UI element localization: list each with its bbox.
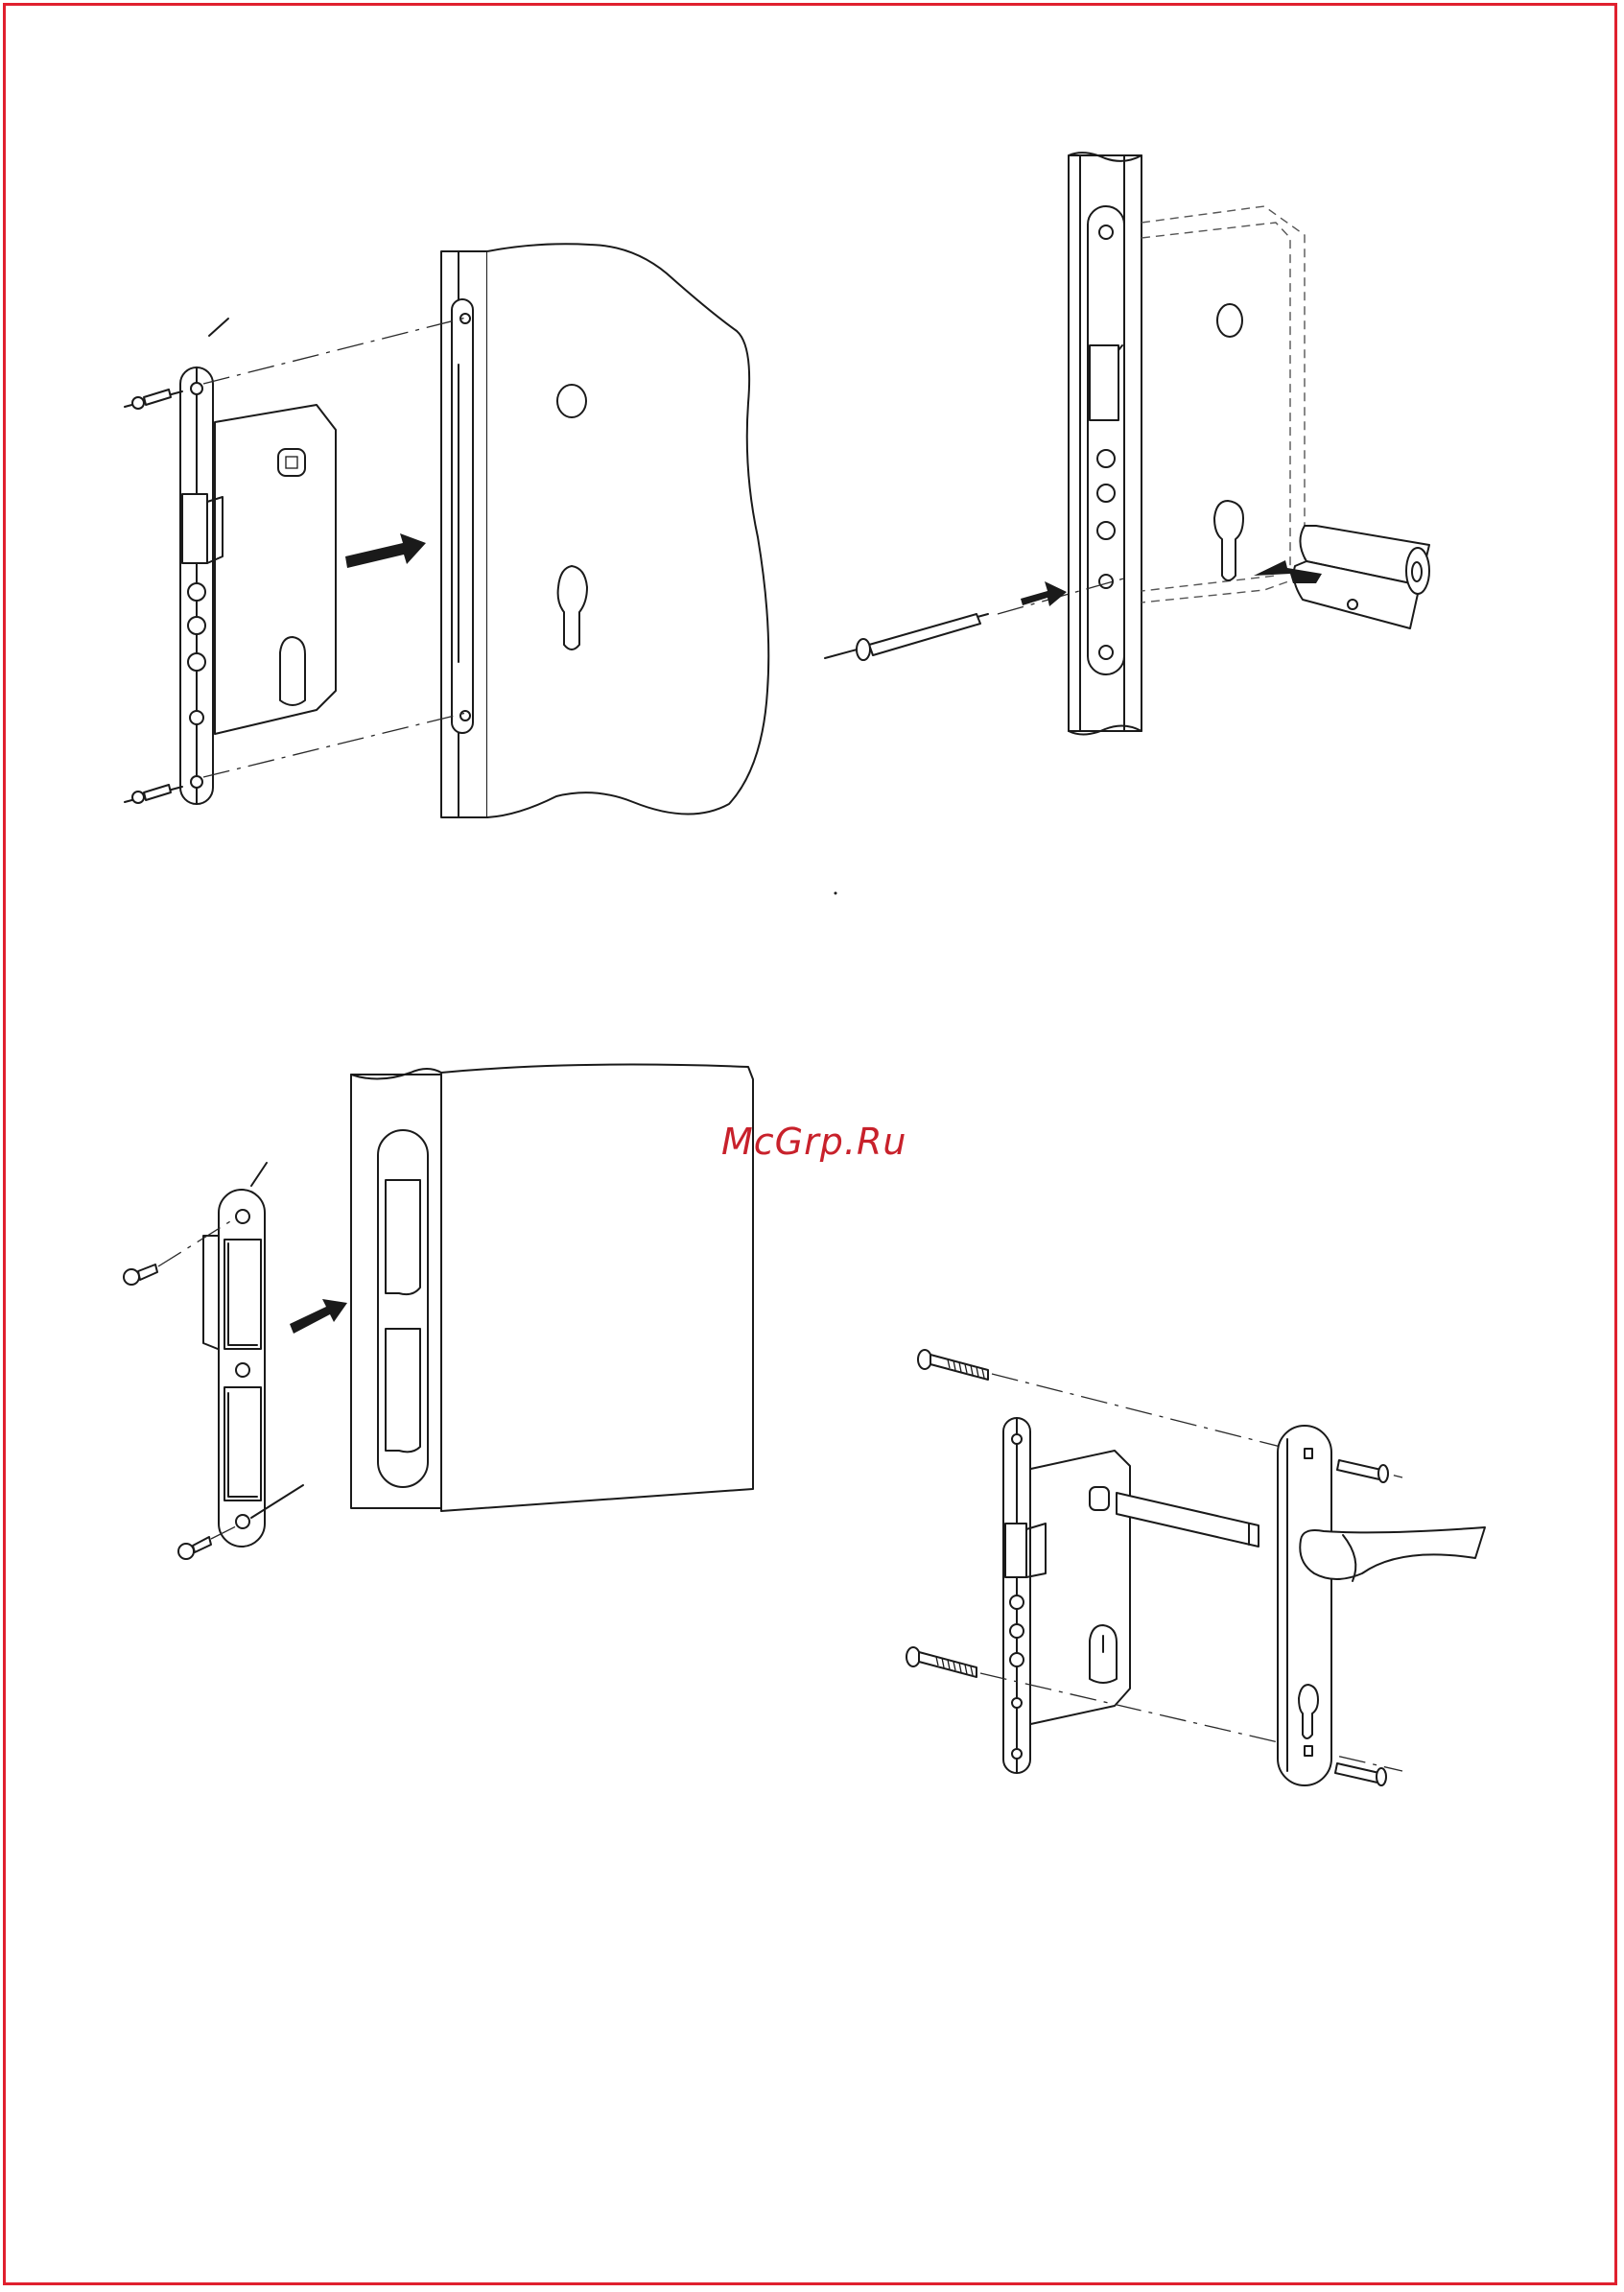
insert-arrow — [345, 533, 426, 568]
spindle — [1117, 1493, 1259, 1547]
handle-plate — [1278, 1426, 1331, 1785]
step-1-insert-lock — [125, 244, 768, 817]
handle-screw-top — [1337, 1460, 1388, 1482]
handle-screw-bottom — [1335, 1763, 1386, 1785]
strike-arrow — [290, 1299, 347, 1334]
screw-top-step1 — [125, 390, 182, 409]
bolt-top-step4 — [918, 1350, 988, 1380]
step-3-strike-plate — [124, 1065, 753, 1559]
mortise-pocket — [452, 299, 473, 733]
cylinder-cutout — [280, 637, 305, 705]
screw-arrow — [1021, 581, 1067, 606]
faceplate-step2 — [1088, 206, 1124, 674]
bolt-bottom-step4 — [906, 1647, 977, 1677]
spindle-hub — [278, 449, 305, 476]
screw-hole-bottom — [460, 711, 470, 721]
mortise-lock-step1 — [180, 319, 336, 804]
watermark: McGrp.Ru — [721, 1121, 906, 1163]
door-panel-step1 — [441, 244, 768, 817]
screw-bottom-step1 — [125, 785, 182, 803]
step-4-mount-handles — [906, 1350, 1485, 1785]
lever-handle — [1300, 1527, 1485, 1581]
lock-body-step4 — [1003, 1418, 1130, 1773]
step-2-insert-cylinder — [825, 153, 1429, 894]
spindle-hole — [557, 385, 586, 417]
strike-plate — [203, 1163, 303, 1547]
door-frame-step3 — [351, 1065, 753, 1511]
lock-body-hidden — [1142, 206, 1305, 603]
cylinder-screw — [825, 614, 988, 660]
latch-bolt — [182, 494, 207, 563]
guide-line-top — [203, 317, 470, 384]
